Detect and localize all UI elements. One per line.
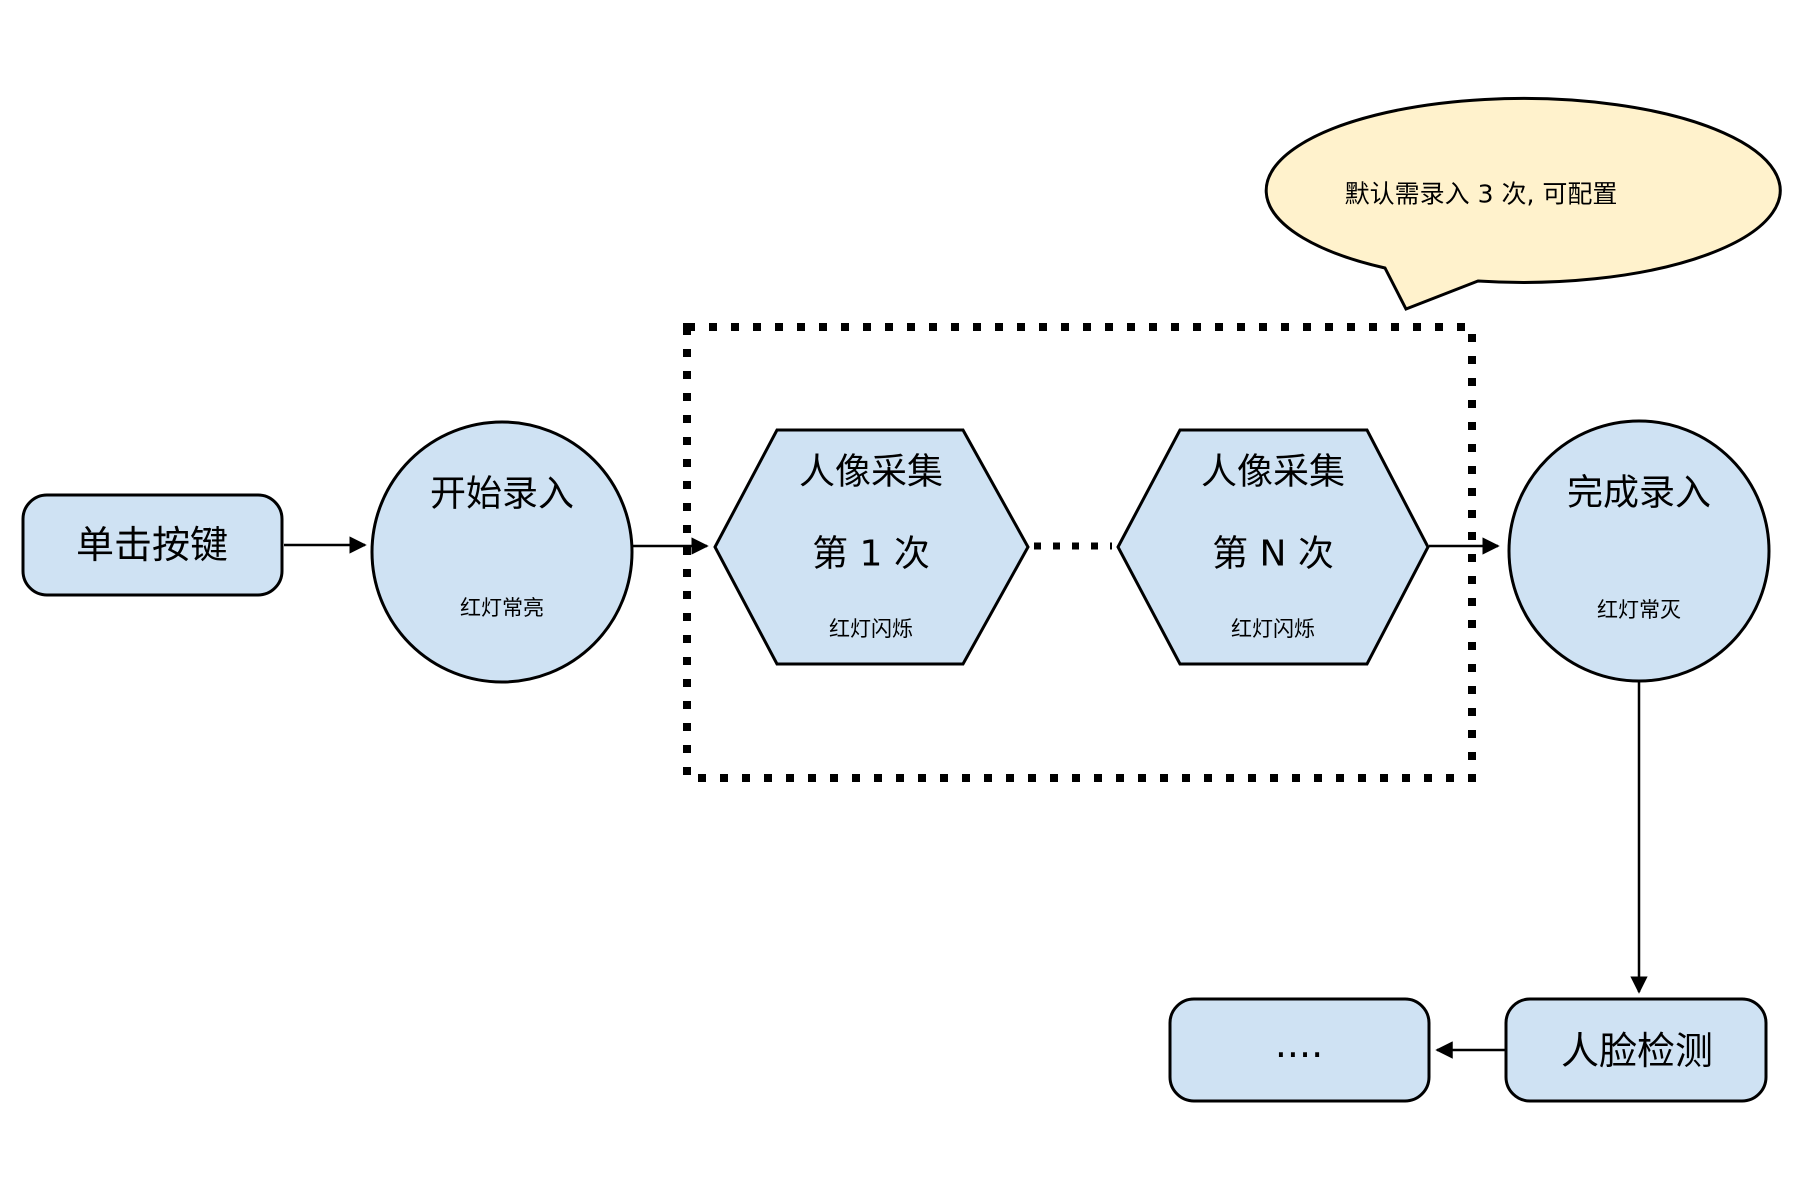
node-face-detection-label: 人脸检测	[1561, 1029, 1713, 1073]
callout-bubble-label: 默认需录入 3 次, 可配置	[1345, 180, 1618, 209]
node-click-button: 单击按键	[21, 493, 284, 597]
node-finish-enroll-sublabel: 红灯常灭	[1597, 598, 1681, 622]
node-click-button-label: 单击按键	[76, 523, 228, 567]
node-finish-enroll-label: 完成录入	[1567, 473, 1711, 514]
node-capture-nth-title: 人像采集	[1201, 452, 1345, 493]
node-capture-nth-sublabel: 红灯闪烁	[1231, 617, 1315, 641]
node-continuation-label: ....	[1275, 1022, 1323, 1066]
node-start-enroll-sublabel: 红灯常亮	[460, 596, 544, 620]
node-continuation: ....	[1168, 997, 1431, 1103]
capture-loop-frame	[683, 323, 1476, 782]
node-capture-first: 人像采集 第 1 次 红灯闪烁	[713, 428, 1030, 666]
node-capture-first-sublabel: 红灯闪烁	[829, 617, 913, 641]
node-capture-nth: 人像采集 第 N 次 红灯闪烁	[1116, 428, 1430, 666]
node-capture-nth-count: 第 N 次	[1212, 534, 1334, 575]
node-capture-first-title: 人像采集	[799, 452, 943, 493]
node-finish-enroll: 完成录入 红灯常灭	[1507, 419, 1771, 683]
node-start-enroll: 开始录入 红灯常亮	[370, 420, 634, 684]
node-face-detection: 人脸检测	[1504, 997, 1768, 1103]
callout-bubble: 默认需录入 3 次, 可配置	[1264, 96, 1782, 311]
node-start-enroll-label: 开始录入	[430, 474, 574, 515]
node-capture-first-count: 第 1 次	[812, 534, 930, 575]
